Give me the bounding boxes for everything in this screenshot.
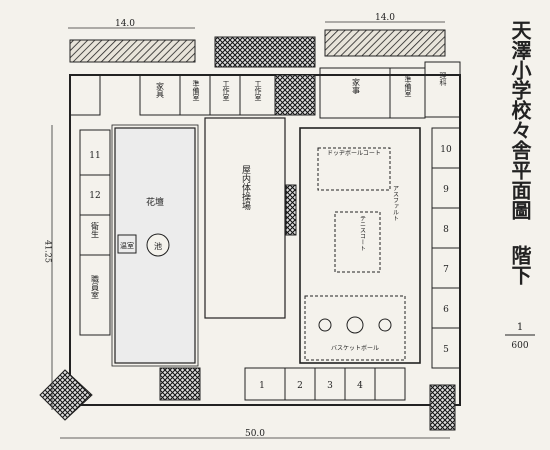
left-wing (79, 129, 111, 336)
dodgeball-label: ドッヂボールコート (327, 149, 381, 157)
greenhouse-label: 温室 (120, 241, 134, 250)
bottom-row (244, 367, 406, 401)
classroom-6: 6 (443, 305, 449, 315)
basketball-label: バスケットボール (331, 344, 379, 352)
garden-label: 花壇 (146, 196, 164, 208)
room-staff: 職員室 (91, 275, 100, 299)
room-science: 理科 (439, 72, 447, 87)
classroom-2: 2 (297, 381, 303, 391)
courtyard (299, 127, 421, 364)
top-left-block (69, 39, 196, 63)
dodgeball-court (317, 147, 391, 191)
classroom-11: 11 (89, 151, 100, 161)
dim-label-top-left: 14.0 (115, 19, 135, 29)
room-workshop: 工作室 (222, 80, 230, 101)
bottom-hatch-block (159, 367, 201, 401)
classroom-5: 5 (443, 345, 449, 355)
dimension-left: 41.25 (44, 125, 53, 410)
classroom-9: 9 (443, 185, 449, 195)
asphalt-label: アスファルト (392, 185, 399, 221)
basketball-court (304, 295, 406, 361)
greenhouse (117, 234, 137, 254)
room-manual: 工作室 (254, 80, 262, 101)
pond-label: 池 (154, 241, 162, 251)
gym-label: 屋内体操場 (240, 165, 251, 211)
dim-label-bottom: 50.0 (245, 429, 265, 439)
dim-label-left: 41.25 (44, 240, 53, 263)
classroom-3: 3 (327, 381, 333, 391)
scale-denominator: 600 (511, 341, 528, 351)
bottom-right-hatch (429, 384, 456, 431)
pond (146, 233, 170, 257)
right-wing (431, 127, 461, 369)
room-prep-right: 準備室 (404, 75, 412, 97)
indoor-gym (204, 117, 286, 319)
gym-side-block (285, 184, 297, 236)
top-right-block (324, 29, 446, 57)
dimension-top-right: 14.0 (325, 13, 445, 23)
scale-numerator: 1 (517, 322, 523, 333)
classroom-1: 1 (259, 381, 265, 391)
classroom-4: 4 (357, 381, 363, 391)
room-nurse: 衛生 (91, 221, 100, 238)
room-annex: 家事 (352, 77, 361, 94)
classroom-10: 10 (440, 145, 452, 155)
tennis-label: テニスコート (359, 215, 366, 251)
top-row-rooms (69, 61, 461, 119)
dimension-top-left: 14.0 (68, 19, 195, 29)
tennis-court (334, 211, 381, 273)
dim-label-top-right: 14.0 (375, 13, 395, 23)
top-middle-block (214, 36, 316, 68)
classroom-12: 12 (89, 191, 100, 201)
room-furniture: 家具 (156, 81, 165, 99)
room-prep-left: 準備室 (192, 79, 200, 101)
floor-label: 階下 (508, 245, 532, 286)
plan-title: 天澤小学校々舎平面圖 (508, 20, 532, 221)
classroom-8: 8 (443, 225, 449, 235)
dimension-bottom: 50.0 (60, 429, 450, 439)
entrance-hatch (39, 369, 93, 421)
classroom-7: 7 (443, 265, 449, 275)
